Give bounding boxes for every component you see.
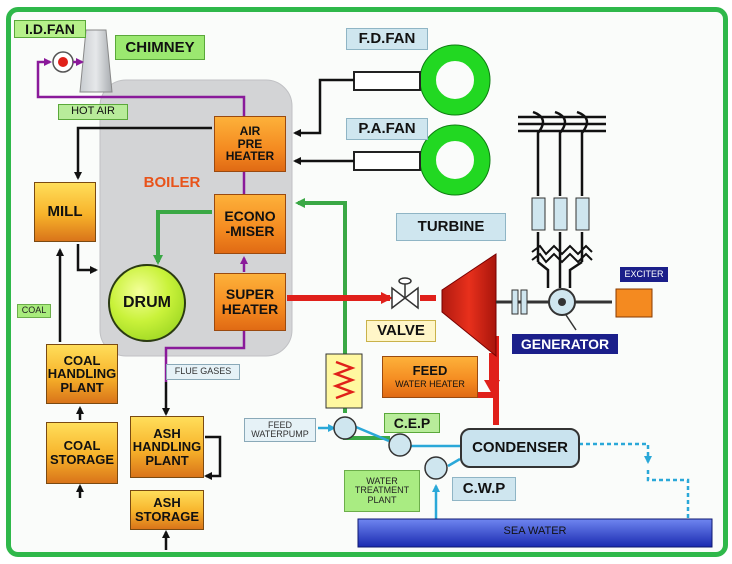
transformer-3 <box>575 197 590 231</box>
pa-fan-label: P.A.FAN <box>346 118 428 140</box>
feed-waterpump-label: FEED WATERPUMP <box>244 418 316 442</box>
sea-water-rect <box>357 518 713 548</box>
transformer-1 <box>531 197 546 231</box>
chimney-shape <box>79 29 113 93</box>
pa-fan-icon <box>420 125 490 195</box>
sea-water-label: SEA WATER <box>503 525 567 538</box>
chimney-label: CHIMNEY <box>115 35 205 60</box>
fd-fan-label: F.D.FAN <box>346 28 428 50</box>
cep-label: C.E.P <box>384 413 440 433</box>
pa-fan-duct <box>353 151 421 171</box>
feed-heater-coil <box>325 353 363 409</box>
transformer-2 <box>553 197 568 231</box>
feed-water-heater-box: FEED WATER HEATER <box>382 356 478 398</box>
coal-label: COAL <box>17 304 51 318</box>
cwp-label: C.W.P <box>452 477 516 501</box>
fd-fan-icon <box>420 45 490 115</box>
air-pre-heater-box: AIR PRE HEATER <box>214 116 286 172</box>
boiler-label: BOILER <box>143 174 201 192</box>
mill-box: MILL <box>34 182 96 242</box>
coal-storage-box: COAL STORAGE <box>46 422 118 484</box>
coupling-icon <box>511 289 519 315</box>
valve-icon <box>391 277 419 310</box>
cep-pump-icon <box>388 433 412 457</box>
turbine-label: TURBINE <box>396 213 506 241</box>
drum-vessel: DRUM <box>108 264 186 342</box>
condenser-box: CONDENSER <box>460 428 580 468</box>
exciter-icon <box>615 288 653 318</box>
ash-storage-box: ASH STORAGE <box>130 490 204 530</box>
feed-water-heater-subtitle: WATER HEATER <box>395 379 465 390</box>
hot-air-label: HOT AIR <box>58 104 128 120</box>
water-treatment-plant-box: WATER TREATMENT PLANT <box>344 470 420 512</box>
super-heater-box: SUPER HEATER <box>214 273 286 331</box>
fd-fan-duct <box>353 71 421 91</box>
valve-label: VALVE <box>366 320 436 342</box>
transmission-lines <box>518 110 606 288</box>
cwp-pump-icon <box>424 456 448 480</box>
generator-label: GENERATOR <box>512 334 618 354</box>
economiser-box: ECONO -MISER <box>214 194 286 254</box>
turbine-shape <box>441 253 497 358</box>
exciter-label: EXCITER <box>620 267 668 282</box>
feed-pump-icon <box>333 416 357 440</box>
flue-gases-label: FLUE GASES <box>166 364 240 380</box>
feed-water-heater-title: FEED <box>412 363 448 379</box>
id-fan-label: I.D.FAN <box>14 20 86 38</box>
coal-handling-plant-box: COAL HANDLING PLANT <box>46 344 118 404</box>
ash-handling-plant-box: ASH HANDLING PLANT <box>130 416 204 478</box>
